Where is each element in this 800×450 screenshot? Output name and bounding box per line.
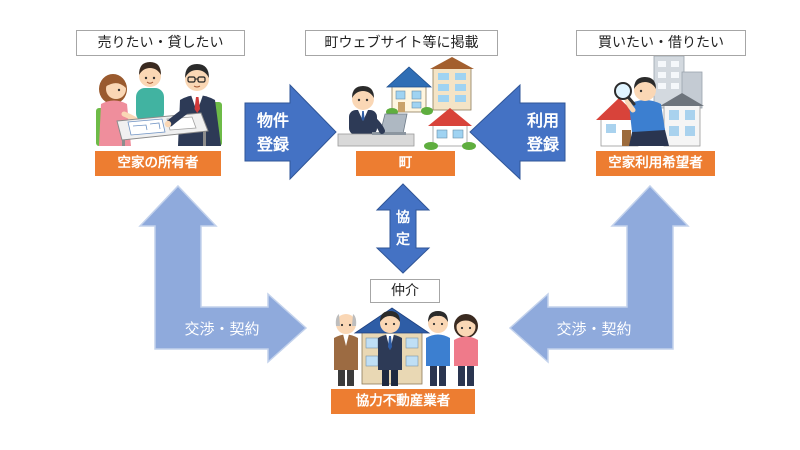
owners-meeting-icon	[96, 62, 222, 146]
mediation-label: 仲介	[370, 279, 440, 303]
use-registration-text-line2: 登録	[526, 135, 560, 154]
young-man-figure	[426, 311, 450, 386]
town-actor-label: 町	[356, 151, 455, 176]
house-blue-roof-icon	[385, 66, 433, 113]
owner-man-figure	[136, 62, 164, 122]
real-estate-agents-icon	[334, 307, 478, 386]
agent-man-in-suit-figure	[378, 311, 402, 386]
house-hunter-figure	[614, 77, 669, 146]
property-registration-arrow	[244, 83, 337, 181]
house-hunter-with-magnifier-icon	[596, 55, 704, 147]
desk	[337, 133, 415, 147]
agreement-text-line2: 定	[396, 231, 410, 248]
use-registration-arrow	[469, 83, 566, 181]
negotiation-seeker-text: 交渉・契約	[556, 320, 631, 338]
negotiation-arrow-seeker	[508, 184, 690, 364]
agreement-double-arrow	[375, 183, 431, 274]
seeker-actor-label: 空家利用希望者	[596, 151, 715, 176]
apartment-building-icon	[430, 57, 474, 111]
owner-wish-label: 売りたい・貸したい	[76, 30, 245, 56]
house-gray-roof-icon	[660, 93, 704, 147]
elderly-man-figure	[334, 314, 358, 386]
property-registration-text-line1: 物件	[257, 111, 289, 130]
negotiation-arrow-owner	[138, 184, 308, 364]
property-registration-text-line2: 登録	[256, 135, 290, 154]
magnifying-glass-icon	[614, 82, 632, 100]
agent-actor-label: 協力不動産業者	[331, 389, 475, 414]
staff-at-laptop-figure	[337, 86, 415, 147]
young-woman-figure	[454, 314, 478, 386]
owner-actor-label: 空家の所有者	[95, 151, 221, 176]
seeker-wish-label: 買いたい・借りたい	[576, 30, 746, 56]
agreement-text-line1: 協	[396, 209, 410, 226]
owner-woman-figure	[99, 74, 145, 146]
table-with-plans	[116, 112, 209, 146]
town-staff-with-houses-icon	[337, 57, 476, 150]
house-red-roof-icon	[428, 108, 472, 147]
town-action-label: 町ウェブサイト等に掲載	[305, 30, 498, 56]
negotiation-owner-text: 交渉・契約	[184, 320, 259, 338]
use-registration-text-line1: 利用	[527, 111, 559, 130]
